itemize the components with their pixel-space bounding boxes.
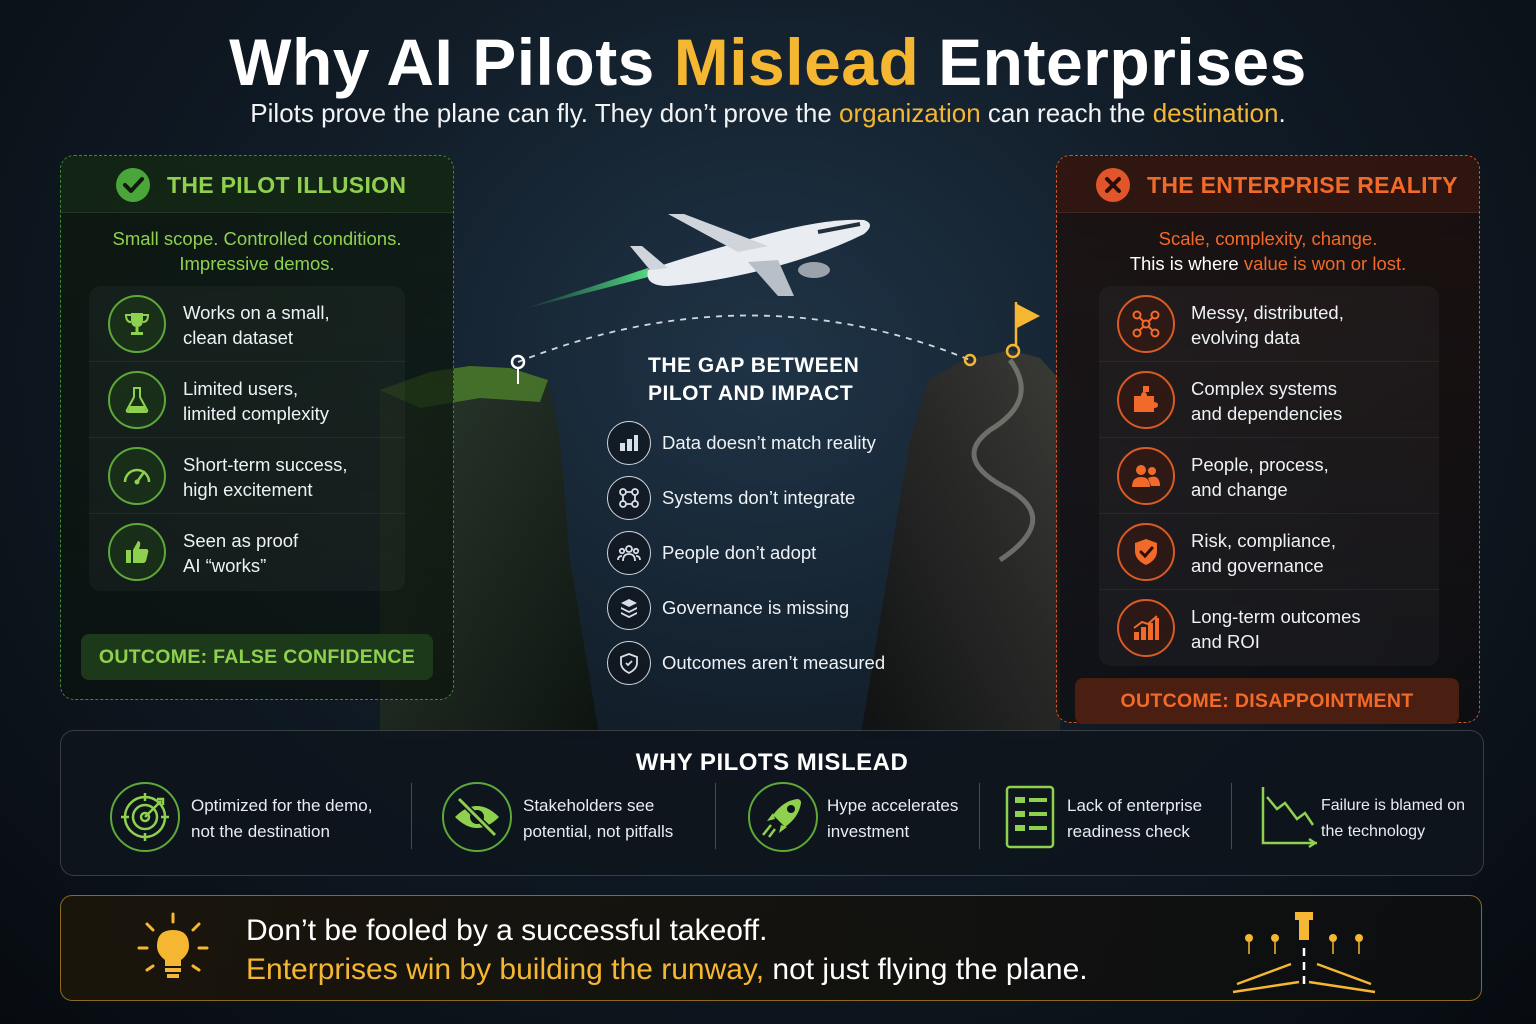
list-item: Risk, compliance,and governance bbox=[1099, 514, 1439, 590]
pilot-illusion-list: Works on a small,clean dataset Limited u… bbox=[89, 286, 405, 591]
data-map-icon bbox=[620, 435, 638, 451]
gap-item: Outcomes aren’t measured bbox=[607, 641, 927, 685]
lightbulb-icon bbox=[137, 912, 209, 978]
takeaway-banner: Don’t be fooled by a successful takeoff.… bbox=[60, 895, 1482, 1001]
gap-item-text: Outcomes aren’t measured bbox=[662, 652, 886, 673]
list-item: People, process,and change bbox=[1099, 438, 1439, 514]
bar-chart-icon bbox=[1133, 615, 1159, 640]
enterprise-reality-outcome: OUTCOME: DISAPPOINTMENT bbox=[1075, 678, 1459, 724]
list-item: Works on a small,clean dataset bbox=[89, 286, 405, 362]
why-pilots-mislead-section: WHY PILOTS MISLEAD Optimized for the dem… bbox=[60, 730, 1484, 876]
enterprise-reality-title: THE ENTERPRISE REALITY bbox=[1147, 172, 1458, 198]
list-item-text: Messy, distributed,evolving data bbox=[1191, 302, 1344, 348]
pilot-illusion-header: THE PILOT ILLUSION bbox=[61, 156, 453, 213]
list-item-text: Short-term success,high excitement bbox=[183, 454, 348, 500]
takeaway-line2: Enterprises win by building the runway, … bbox=[246, 953, 1088, 986]
pilot-illusion-outcome: OUTCOME: FALSE CONFIDENCE bbox=[81, 634, 433, 680]
enterprise-reality-panel: THE ENTERPRISE REALITY Scale, complexity… bbox=[1056, 155, 1480, 724]
why-item: Optimized for the demo,not the destinati… bbox=[109, 781, 439, 853]
gap-item: Data doesn’t match reality bbox=[607, 421, 927, 465]
runway-icon bbox=[1232, 912, 1376, 994]
divider bbox=[979, 783, 980, 849]
shield-icon bbox=[620, 653, 638, 675]
why-item-text: Optimized for the demo,not the destinati… bbox=[191, 796, 373, 841]
pilot-illusion-subtitle: Small scope. Controlled conditions. Impr… bbox=[61, 226, 453, 276]
takeaway-line1: Don’t be fooled by a successful takeoff. bbox=[246, 914, 768, 947]
list-item-text: Limited users,limited complexity bbox=[183, 378, 329, 424]
gap-item-text: Data doesn’t match reality bbox=[662, 432, 876, 453]
pilot-illusion-subtitle-line1: Small scope. Controlled conditions. bbox=[112, 228, 402, 249]
people-icon bbox=[1132, 465, 1160, 487]
x-circle-icon bbox=[1096, 168, 1130, 202]
gap-title: THE GAP BETWEEN PILOT AND IMPACT bbox=[648, 354, 860, 405]
list-item-text: People, process,and change bbox=[1191, 454, 1329, 500]
network-icon bbox=[1132, 310, 1160, 338]
enterprise-reality-list: Messy, distributed,evolving data Complex… bbox=[1099, 286, 1439, 666]
thumbs-up-icon bbox=[126, 541, 149, 563]
divider bbox=[411, 783, 412, 849]
enterprise-reality-subtitle: Scale, complexity, change. This is where… bbox=[1057, 226, 1479, 276]
gap-item: Systems don’t integrate bbox=[607, 476, 927, 520]
gap-item: People don’t adopt bbox=[607, 531, 927, 575]
list-item: Messy, distributed,evolving data bbox=[1099, 286, 1439, 362]
rocket-icon bbox=[748, 782, 818, 852]
gap-item-text: Governance is missing bbox=[662, 597, 850, 618]
layers-icon bbox=[621, 599, 637, 618]
speedometer-icon bbox=[123, 468, 151, 485]
shield-check-icon bbox=[1135, 539, 1157, 565]
list-item: Short-term success,high excitement bbox=[89, 438, 405, 514]
declining-chart-icon bbox=[1261, 787, 1317, 849]
why-pilots-mislead-title: WHY PILOTS MISLEAD bbox=[635, 749, 909, 776]
enterprise-reality-subtitle-line1: Scale, complexity, change. bbox=[1158, 228, 1378, 249]
gap-item-text: People don’t adopt bbox=[662, 542, 817, 563]
trophy-icon bbox=[124, 313, 150, 335]
puzzle-icon bbox=[1134, 386, 1158, 412]
gap-item: Governance is missing bbox=[607, 586, 927, 630]
list-item: Limited users,limited complexity bbox=[89, 362, 405, 438]
gap-item-text: Systems don’t integrate bbox=[662, 487, 856, 508]
pilot-illusion-panel: THE PILOT ILLUSION Small scope. Controll… bbox=[60, 155, 454, 700]
checklist-icon bbox=[1005, 785, 1055, 849]
pilot-illusion-subtitle-line2: Impressive demos. bbox=[179, 253, 335, 274]
integration-icon bbox=[619, 488, 639, 508]
page-title: Why AI Pilots Mislead Enterprises bbox=[229, 25, 1307, 99]
divider bbox=[1231, 783, 1232, 849]
enterprise-reality-subtitle-line2: This is where value is won or lost. bbox=[1129, 253, 1407, 274]
enterprise-reality-header: THE ENTERPRISE REALITY bbox=[1057, 156, 1479, 213]
divider bbox=[715, 783, 716, 849]
eye-slash-icon bbox=[442, 782, 512, 852]
flask-icon bbox=[125, 387, 149, 413]
users-icon bbox=[617, 545, 641, 562]
check-circle-icon bbox=[116, 168, 150, 202]
list-item-text: Risk, compliance,and governance bbox=[1191, 530, 1336, 576]
page-subtitle: Pilots prove the plane can fly. They don… bbox=[250, 98, 1286, 128]
target-icon bbox=[110, 782, 180, 852]
pilot-illusion-title: THE PILOT ILLUSION bbox=[167, 172, 407, 198]
list-item-text: Works on a small,clean dataset bbox=[183, 302, 330, 348]
